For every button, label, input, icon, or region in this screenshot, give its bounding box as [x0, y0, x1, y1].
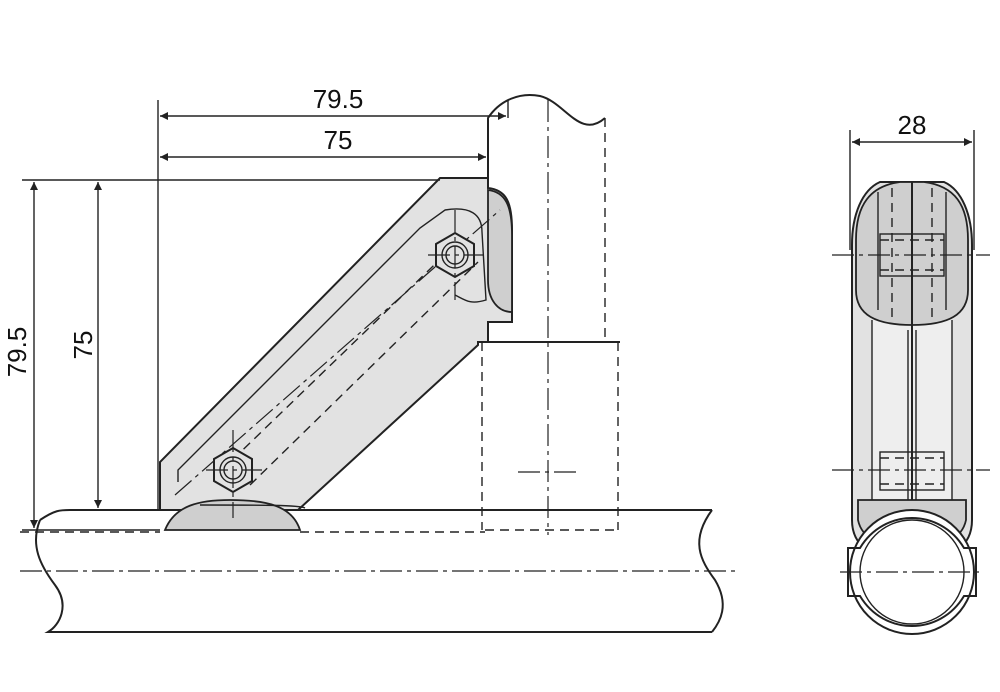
- vertical-pipe: [478, 94, 620, 535]
- front-view: 79.5 75 79.5 75: [2, 84, 735, 633]
- base-pipe: [20, 509, 735, 633]
- dim-height-outer-label: 79.5: [2, 327, 32, 378]
- dim-width-inner-label: 75: [324, 125, 353, 155]
- dim-width-inner: 75: [160, 125, 486, 161]
- dim-width-outer-label: 79.5: [313, 84, 364, 114]
- upper-nut: [428, 210, 484, 300]
- diagonal-bracket: [159, 177, 513, 531]
- lower-nut: [206, 430, 262, 518]
- dim-width-outer: 79.5: [157, 84, 509, 510]
- dim-height-outer: 79.5: [2, 179, 440, 531]
- dim-height-inner-label: 75: [68, 331, 98, 360]
- tube-section: [840, 509, 984, 635]
- dim-side-width-label: 28: [898, 110, 927, 140]
- dim-side-width: 28: [849, 110, 975, 250]
- dim-height-inner: 75: [68, 182, 102, 508]
- side-view: 28: [832, 110, 990, 635]
